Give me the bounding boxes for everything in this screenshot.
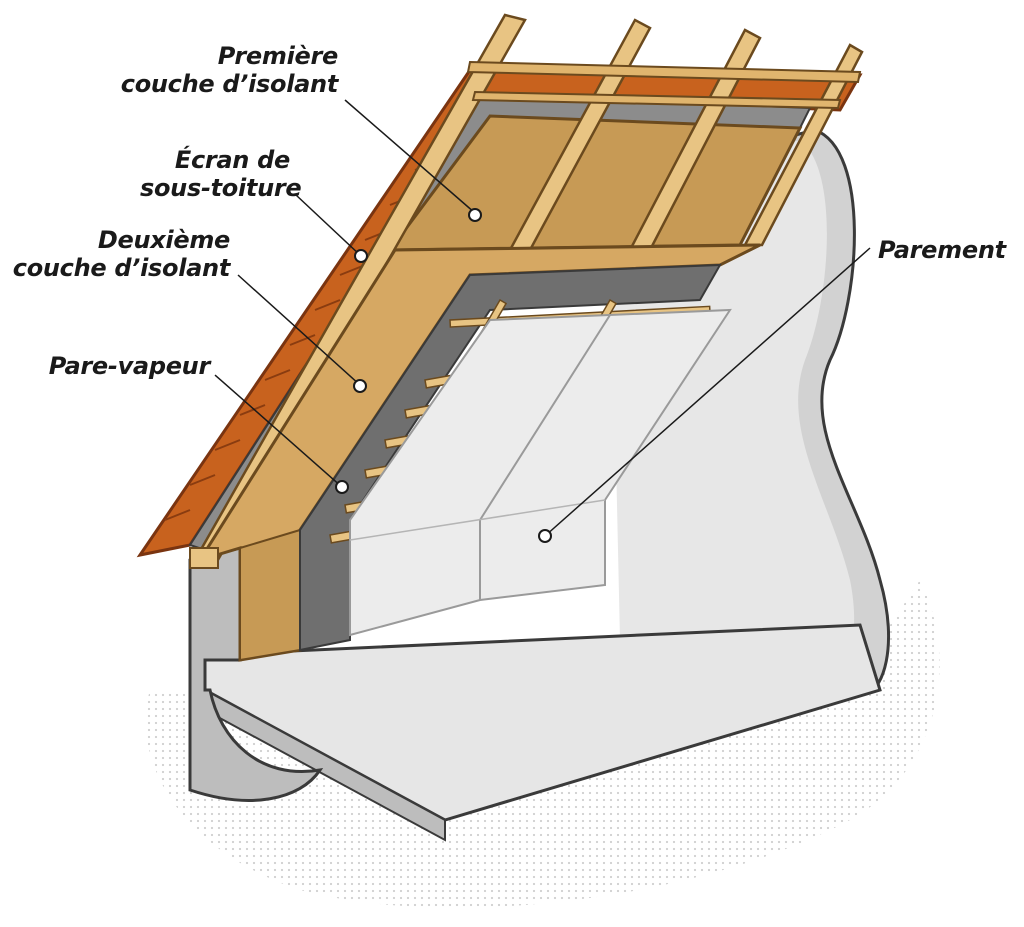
marker-pare-vapeur [335, 480, 349, 494]
marker-parement [538, 529, 552, 543]
lower-wall [188, 546, 324, 802]
leader-markers [335, 208, 552, 543]
plasterboard-seam-horizontal [349, 499, 606, 541]
second-insulation-face [239, 528, 301, 662]
label-parement: Parement [878, 236, 1006, 264]
label-premiere-couche: Première couche d’isolant [120, 42, 339, 98]
label-ecran-sous-toiture: Écran de sous-toiture [140, 146, 302, 202]
marker-ecran [354, 249, 368, 263]
battens [466, 60, 862, 110]
marker-deuxieme [353, 379, 367, 393]
vapour-barrier [299, 263, 722, 652]
plasterboard [349, 308, 732, 637]
label-deuxieme-couche: Deuxième couche d’isolant [12, 226, 231, 282]
leader-lines [214, 99, 871, 537]
label-pare-vapeur: Pare-vapeur [48, 352, 211, 380]
marker-premiere [468, 208, 482, 222]
eave-beam [189, 547, 219, 569]
